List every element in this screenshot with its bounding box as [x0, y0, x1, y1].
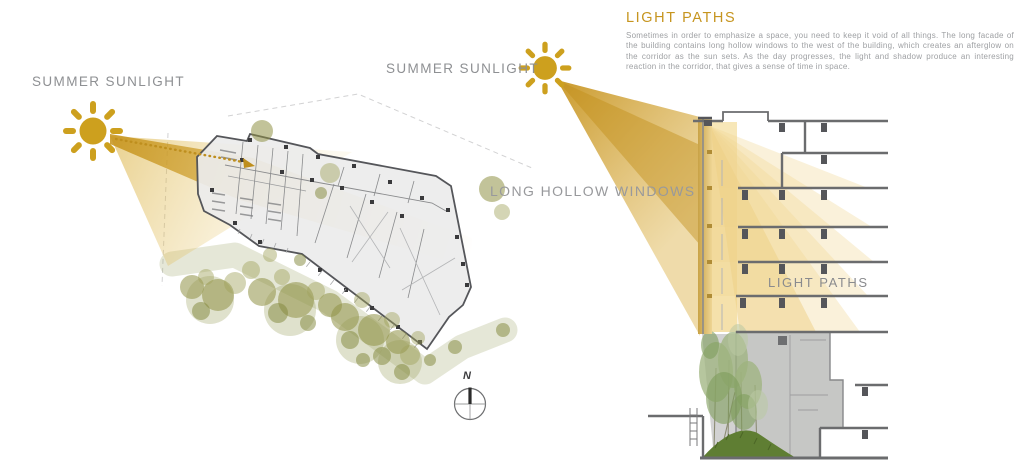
summer-sunlight-label-section: SUMMER SUNLIGHT	[386, 61, 540, 76]
floorplan	[196, 132, 472, 351]
annotation-block: LIGHT PATHS Sometimes in order to emphas…	[626, 10, 1014, 72]
long-hollow-windows-label: LONG HOLLOW WINDOWS	[490, 183, 696, 199]
sunlight-arrow-icon	[114, 137, 255, 168]
annotation-body: Sometimes in order to emphasize a space,…	[626, 31, 1014, 71]
ladder-icon	[689, 408, 698, 446]
trees-section	[699, 324, 796, 458]
floor-slabs	[648, 111, 888, 460]
section-diagram	[518, 41, 888, 460]
facade-wall	[698, 116, 712, 334]
light-beam-section-core	[557, 80, 700, 245]
trees-plan	[180, 120, 510, 384]
summer-sunlight-label-plan: SUMMER SUNLIGHT	[32, 74, 186, 89]
compass-icon	[453, 387, 487, 421]
annotation-title: LIGHT PATHS	[626, 10, 737, 26]
light-beam-section-cone	[557, 80, 700, 336]
plan-columns	[210, 138, 469, 344]
plan-diagram	[63, 93, 533, 421]
light-paths-label-section: LIGHT PATHS	[768, 275, 869, 290]
grass-mound	[702, 430, 796, 458]
section-columns	[704, 120, 868, 439]
sun-icon	[63, 101, 123, 161]
light-paths-fans	[710, 126, 874, 332]
sun-icon	[518, 41, 572, 95]
compass-north-label: N	[463, 370, 471, 382]
